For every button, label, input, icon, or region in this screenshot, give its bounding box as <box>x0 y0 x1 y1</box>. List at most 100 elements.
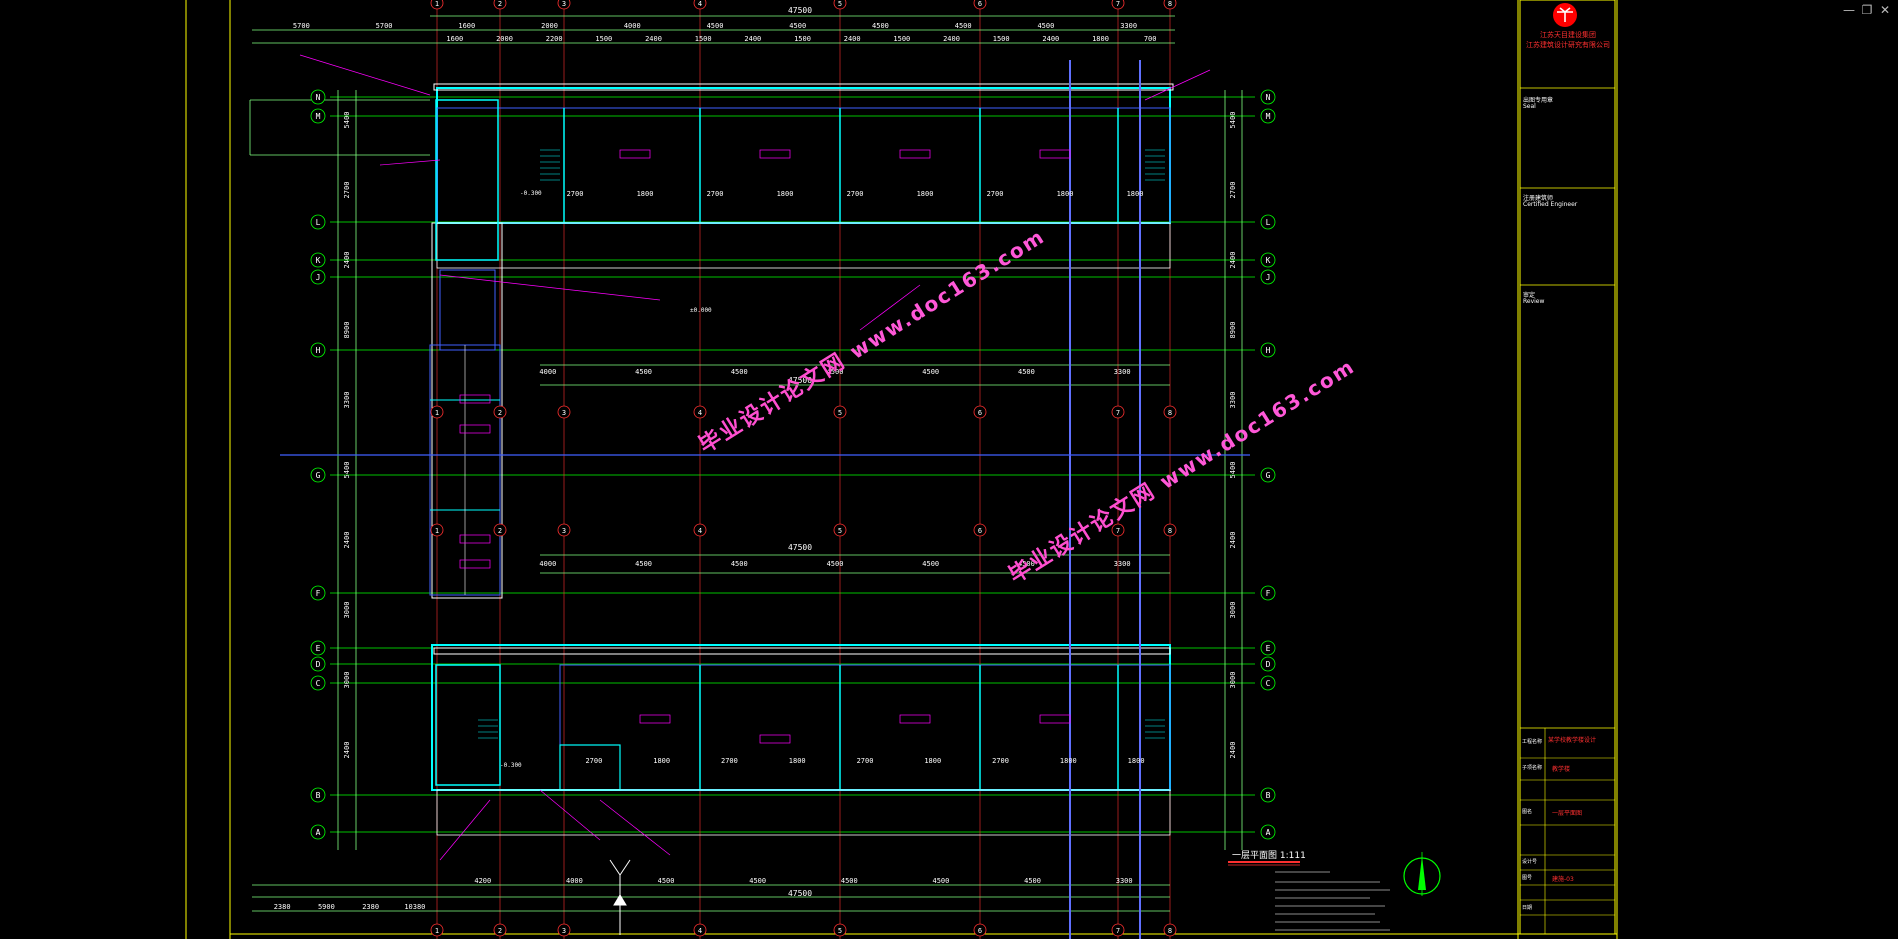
axis-bubble-4: 4 <box>693 523 707 537</box>
svg-text:8: 8 <box>1168 927 1172 935</box>
elevation-mark: ±0.000 <box>690 307 712 314</box>
dim-text-left: 5400 <box>343 462 351 479</box>
axis-bubble-3: 3 <box>557 523 571 537</box>
svg-text:M: M <box>316 112 321 121</box>
svg-text:L: L <box>1266 218 1271 227</box>
engineer-label-en: Certified Engineer <box>1523 201 1578 208</box>
dim-text-top: 5700 <box>376 22 393 30</box>
restore-button[interactable]: ❐ <box>1861 3 1873 17</box>
close-button[interactable]: ✕ <box>1879 3 1891 17</box>
axis-bubble-1: 1 <box>430 405 444 419</box>
dim-text-mid: 4500 <box>827 368 844 376</box>
axis-bubble-4: 4 <box>693 405 707 419</box>
overall-dimension-text: 47500 <box>788 543 812 552</box>
svg-text:5: 5 <box>838 0 842 8</box>
dim-text-bottom: 4200 <box>474 877 491 885</box>
dim-text-mid: 4500 <box>922 368 939 376</box>
dim-text-room: 2700 <box>847 190 864 198</box>
axis-bubble-6: 6 <box>973 923 987 937</box>
svg-text:F: F <box>1266 589 1271 598</box>
svg-text:一层平面图 1:111: 一层平面图 1:111 <box>1232 850 1306 861</box>
svg-text:A: A <box>1266 828 1271 837</box>
dim-text-right: 8900 <box>1229 322 1237 339</box>
svg-text:1: 1 <box>435 0 439 8</box>
svg-text:E: E <box>316 644 321 653</box>
svg-text:B: B <box>316 791 321 800</box>
axis-bubble-F: F <box>310 585 326 601</box>
engineer-label: 注册建筑师 <box>1523 195 1554 202</box>
horizontal-axis-grid <box>330 96 1255 833</box>
dim-text-mid-2: 3300 <box>1114 560 1131 568</box>
axis-bubble-5: 5 <box>833 923 847 937</box>
axis-bubble-8: 8 <box>1163 523 1177 537</box>
axis-bubble-G: G <box>1260 467 1276 483</box>
svg-text:4: 4 <box>698 0 702 8</box>
dim-text-room-2: 1800 <box>653 757 670 765</box>
dim-text-right: 3000 <box>1229 672 1237 689</box>
svg-text:H: H <box>1266 346 1271 355</box>
axis-bubble-J: J <box>1260 269 1276 285</box>
dim-text-room: 1800 <box>1127 190 1144 198</box>
svg-text:N: N <box>1266 93 1271 102</box>
axis-bubble-F: F <box>1260 585 1276 601</box>
axis-bubble-5: 5 <box>833 405 847 419</box>
svg-text:D: D <box>1266 660 1271 669</box>
svg-text:K: K <box>1266 256 1271 265</box>
dim-text-top-2: 1500 <box>595 35 612 43</box>
axis-bubble-2: 2 <box>493 405 507 419</box>
svg-text:5: 5 <box>838 927 842 935</box>
dim-text-mid: 4500 <box>1018 368 1035 376</box>
minimize-button[interactable]: — <box>1843 3 1855 17</box>
svg-text:5: 5 <box>838 409 842 417</box>
dim-text-left: 2700 <box>343 182 351 199</box>
elevation-mark: -0.300 <box>500 762 522 769</box>
dim-text-bottom: 4500 <box>933 877 950 885</box>
svg-text:6: 6 <box>978 0 982 8</box>
entrance-arrow-icon <box>609 859 631 935</box>
overall-dimension-text: 47500 <box>788 889 812 898</box>
dim-text-top: 4000 <box>624 22 641 30</box>
svg-text:6: 6 <box>978 527 982 535</box>
design-no-label: 设计号 <box>1522 859 1538 865</box>
dim-text-right: 3300 <box>1229 392 1237 409</box>
dim-text-left: 5400 <box>343 112 351 129</box>
project-label: 工程名称 <box>1522 739 1543 745</box>
svg-text:1: 1 <box>435 527 439 535</box>
svg-text:B: B <box>1266 791 1271 800</box>
dim-text-bottom: 4000 <box>566 877 583 885</box>
magenta-annotations <box>299 54 1211 861</box>
plan-title: 一层平面图 1:111 <box>1228 850 1306 866</box>
axis-bubble-L: L <box>310 214 326 230</box>
axis-bubble-B: B <box>310 787 326 803</box>
title-block <box>1519 0 1616 935</box>
item-label: 子项名称 <box>1522 765 1543 771</box>
svg-text:K: K <box>316 256 321 265</box>
dim-text-bottom: 3300 <box>1116 877 1133 885</box>
axis-bubble-4: 4 <box>693 0 707 10</box>
axis-bubble-H: H <box>310 342 326 358</box>
svg-text:8: 8 <box>1168 527 1172 535</box>
dim-text-left: 3000 <box>343 602 351 619</box>
dim-text-top-2: 1800 <box>1092 35 1109 43</box>
dim-text-left: 2400 <box>343 742 351 759</box>
dim-text-right: 3000 <box>1229 602 1237 619</box>
dim-text-right: 5400 <box>1229 462 1237 479</box>
axis-bubble-1: 1 <box>430 0 444 10</box>
svg-text:7: 7 <box>1116 927 1120 935</box>
axis-bubble-8: 8 <box>1163 0 1177 10</box>
svg-text:1: 1 <box>435 409 439 417</box>
elevation-mark: -0.300 <box>520 190 542 197</box>
axis-bubble-6: 6 <box>973 523 987 537</box>
dim-text-room-2: 1800 <box>789 757 806 765</box>
svg-text:1: 1 <box>435 927 439 935</box>
svg-text:E: E <box>1266 644 1271 653</box>
axis-bubble-A: A <box>1260 824 1276 840</box>
dim-text-room-2: 2700 <box>721 757 738 765</box>
axis-bubble-2: 2 <box>493 923 507 937</box>
axis-bubble-2: 2 <box>493 523 507 537</box>
axis-bubble-M: M <box>1260 108 1276 124</box>
dim-text-mid-2: 4500 <box>1018 560 1035 568</box>
axis-bubble-C: C <box>1260 675 1276 691</box>
